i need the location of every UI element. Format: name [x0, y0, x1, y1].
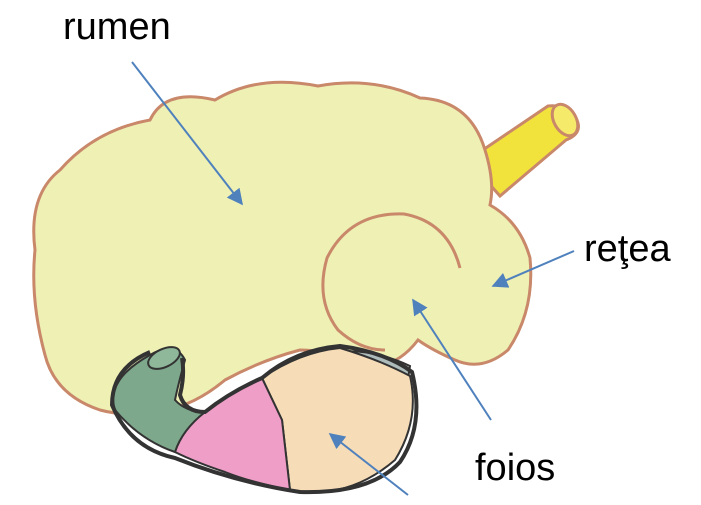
foios-label: foios — [475, 449, 555, 487]
rumen-label: rumen — [63, 8, 171, 46]
retea-label: reţea — [584, 230, 671, 268]
